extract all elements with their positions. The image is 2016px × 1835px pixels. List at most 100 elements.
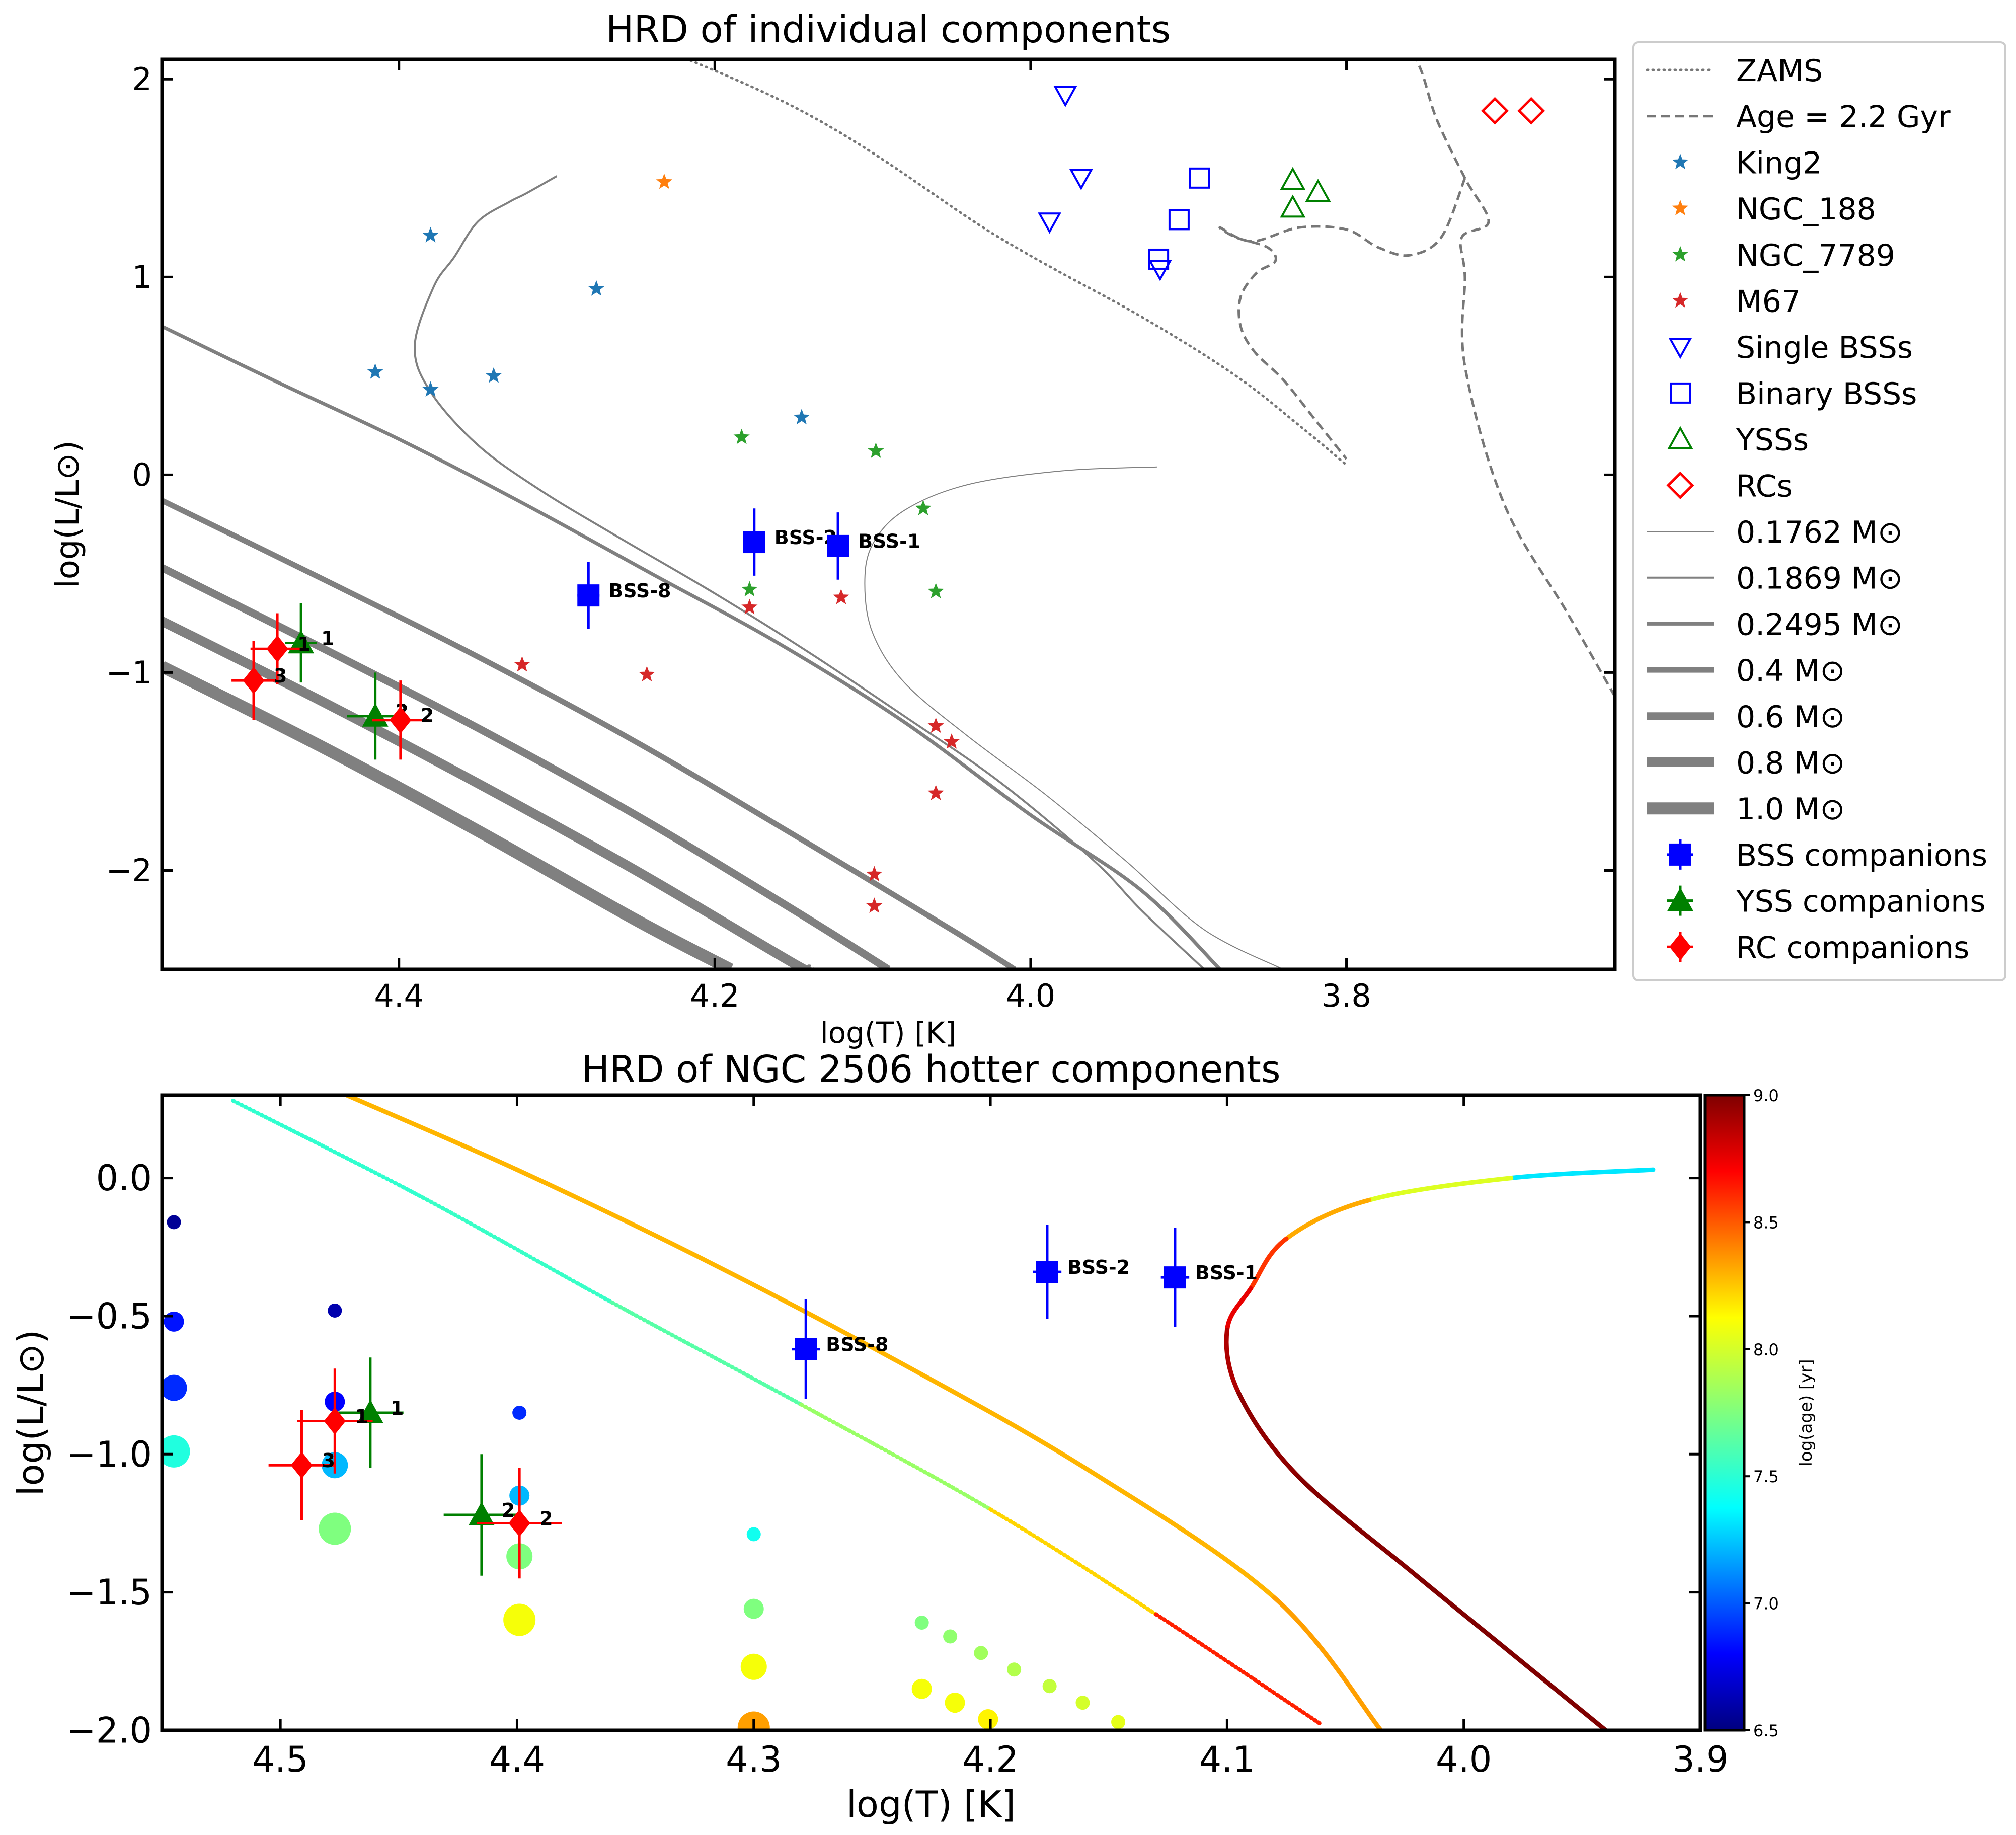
model-point [746, 1527, 761, 1542]
model-point [1042, 1679, 1057, 1694]
colorbar-tick-label: 6.5 [1753, 1721, 1779, 1740]
data-point [927, 717, 944, 733]
data-point [868, 442, 884, 458]
data-point [514, 656, 530, 672]
companion-label: 1 [391, 1397, 404, 1419]
data-point [1069, 169, 1093, 190]
model-point [974, 1646, 988, 1660]
data-point [793, 409, 810, 425]
model-point [743, 1598, 764, 1619]
top-ytick-label: 0 [132, 456, 152, 493]
colorbar-tick-label: 7.0 [1753, 1594, 1779, 1614]
legend-label: 0.4 M⊙ [1736, 653, 1845, 689]
model-point [319, 1512, 351, 1545]
track-line [162, 325, 1221, 969]
legend-label: RC companions [1736, 930, 1969, 965]
bottom-ytick-label: 0.0 [96, 1158, 152, 1199]
colorbar-ticks: 9.08.58.07.57.06.5 [1744, 1086, 1779, 1740]
companion-label: BSS-2 [774, 526, 837, 549]
companion-marker [290, 1451, 313, 1479]
legend-marker [1667, 426, 1693, 449]
age-track-segment [1154, 1612, 1324, 1727]
data-point [1038, 212, 1061, 234]
top-xtick-label: 3.8 [1322, 977, 1371, 1014]
data-point [1189, 167, 1210, 189]
data-point [1305, 179, 1331, 202]
bottom-ylabel: log(L/L⊙) [10, 1330, 52, 1496]
track-line [1415, 59, 1615, 697]
colorbar-label: log(age) [yr] [1796, 1359, 1816, 1466]
data-point [943, 733, 960, 749]
legend-label: RCs [1736, 469, 1793, 504]
age-track-segment [799, 1402, 993, 1512]
legend-marker [1668, 338, 1692, 359]
companion-marker [743, 531, 765, 554]
companion-marker [795, 1338, 817, 1360]
data-point [485, 367, 502, 383]
data-point [656, 173, 673, 189]
data-point [1481, 97, 1509, 125]
age-track-segment [893, 1358, 1088, 1471]
data-point [1517, 97, 1545, 125]
legend-box [1632, 41, 2006, 981]
age-track-segment [1509, 1650, 1608, 1730]
bottom-panel: HRD of NGC 2506 hotter components BSS-8B… [10, 1048, 1816, 1825]
companion-label: 2 [421, 705, 434, 727]
top-title: HRD of individual components [606, 8, 1171, 51]
data-point [733, 428, 750, 444]
companion-marker [243, 667, 265, 695]
companion-marker [577, 584, 600, 607]
data-point [1280, 194, 1306, 218]
companion-label: 2 [502, 1499, 515, 1521]
age-track-segment [1272, 1595, 1383, 1730]
model-point [162, 1374, 187, 1401]
legend-label: Age = 2.2 Gyr [1736, 100, 1951, 135]
data-point [1148, 260, 1172, 281]
data-point [639, 666, 655, 682]
companion-label: 1 [321, 627, 334, 649]
track-line [414, 175, 1205, 969]
top-xtick-label: 4.4 [374, 977, 424, 1014]
age-track-segment [420, 1195, 614, 1305]
companion-marker [324, 1407, 346, 1435]
legend-label: M67 [1736, 284, 1801, 320]
legend-label: Binary BSSs [1736, 376, 1917, 412]
data-point [915, 500, 932, 515]
age-track-segment [1414, 1573, 1514, 1655]
legend-label: Single BSSs [1736, 330, 1913, 365]
age-track-segment [1284, 1198, 1372, 1241]
top-ytick-label: −2 [106, 852, 152, 889]
model-point [167, 1215, 181, 1230]
bottom-ytick-label: −1.5 [66, 1572, 152, 1613]
data-point [422, 381, 439, 397]
companion-marker [1036, 1261, 1058, 1283]
companion-marker [1164, 1266, 1186, 1289]
legend-label: 1.0 M⊙ [1736, 792, 1845, 827]
age-track-segment [609, 1300, 803, 1407]
companion-label: BSS-8 [826, 1334, 888, 1356]
top-ylabel: log(L/L⊙) [49, 440, 87, 588]
age-track-segment [1236, 1391, 1300, 1479]
bottom-ytick-label: −2.0 [66, 1710, 152, 1751]
data-point [927, 785, 944, 800]
track-line [162, 617, 816, 969]
bottom-xtick-label: 4.0 [1436, 1739, 1492, 1780]
data-point [1053, 86, 1077, 107]
data-point [367, 363, 383, 379]
companion-marker [827, 534, 849, 557]
legend-label: 0.1762 M⊙ [1736, 515, 1903, 550]
legend-marker [1670, 382, 1691, 404]
age-track-segment [1224, 1286, 1253, 1332]
age-track-segment [1248, 1236, 1289, 1291]
top-ytick-label: −1 [106, 654, 152, 691]
data-point [1168, 209, 1190, 231]
data-point [588, 280, 605, 296]
top-ytick-label: 2 [132, 61, 152, 98]
bottom-axes-frame [160, 1093, 1702, 1732]
track-line [864, 466, 1284, 969]
age-track-segment [1509, 1167, 1656, 1181]
legend-marker [1672, 292, 1689, 308]
